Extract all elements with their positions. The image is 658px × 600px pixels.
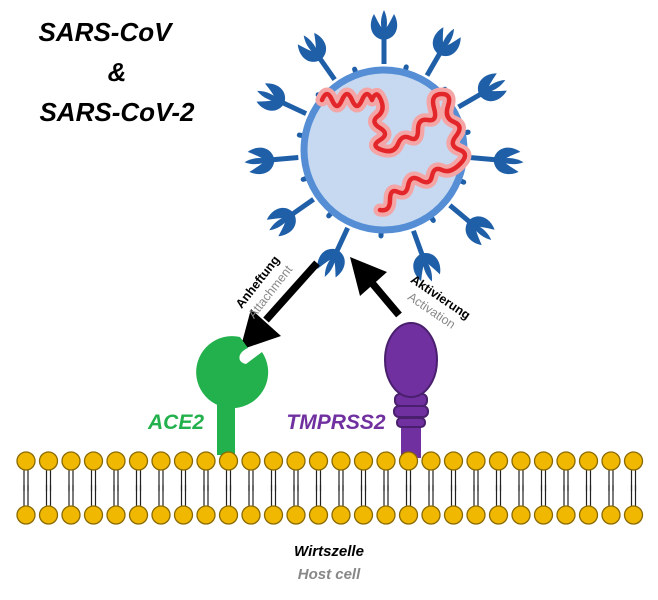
lipid-bottom [331, 484, 351, 525]
lipid-top [488, 451, 509, 492]
lipid-bottom [196, 484, 216, 525]
lipid-top [376, 451, 396, 492]
spike-protein [293, 28, 346, 87]
lipid-top [578, 451, 599, 492]
lipid-bottom [578, 484, 599, 525]
lipid-top [38, 451, 59, 492]
lipid-top [128, 451, 149, 492]
spike-protein [452, 69, 512, 119]
lipid-top [61, 451, 81, 492]
title-line-3: SARS-CoV-2 [39, 97, 195, 127]
lipid-bottom [353, 484, 374, 525]
lipid-bottom [601, 484, 621, 525]
viral-rna [315, 87, 472, 217]
activation-arrow [350, 257, 402, 318]
lipid-top [398, 451, 419, 492]
lipid-top [331, 451, 351, 492]
tmprss2-protease [384, 322, 438, 458]
lipid-bottom [623, 484, 644, 525]
lipid-bottom [286, 484, 306, 525]
lipid-top [511, 451, 531, 492]
lipid-top [601, 451, 621, 492]
attachment-arrow [240, 260, 320, 350]
lipid-top [16, 451, 36, 492]
ace2-label: ACE2 [147, 411, 204, 434]
lipid-top [218, 451, 239, 492]
lipid-top [443, 451, 464, 492]
lipid-bottom [173, 484, 194, 525]
tmprss2-label: TMPRSS2 [286, 411, 386, 434]
title-line-1: SARS-CoV [39, 17, 175, 47]
lipid-bottom [38, 484, 59, 525]
spike-protein [252, 79, 312, 126]
title-line-2: & [108, 57, 127, 87]
lipid-bottom [556, 484, 576, 525]
lipid-bottom [218, 484, 239, 525]
lipid-top [533, 451, 554, 492]
spike-protein [441, 195, 499, 250]
lipid-bottom [128, 484, 149, 525]
lipid-top [173, 451, 194, 492]
spike-protein [262, 189, 321, 242]
lipid-top [151, 451, 171, 492]
lipid-top [263, 451, 284, 492]
lipid-bottom [466, 484, 486, 525]
lipid-bottom [376, 484, 396, 525]
spike-protein [371, 10, 397, 64]
lipid-bottom [106, 484, 126, 525]
spike-protein [469, 144, 525, 175]
spike-protein [416, 22, 466, 82]
lipid-bottom [533, 484, 554, 525]
title: SARS-CoV & SARS-CoV-2 [39, 17, 196, 127]
lipid-bottom [443, 484, 464, 525]
lipid-bottom [151, 484, 171, 525]
lipid-top [353, 451, 374, 492]
lipid-top [196, 451, 216, 492]
attachment-label: Anheftung Attachment [233, 253, 296, 321]
lipid-bottom [398, 484, 419, 525]
lipid-bottom [61, 484, 81, 525]
lipid-bottom [16, 484, 36, 525]
host-cell-label-en: Host cell [298, 566, 361, 583]
lipid-bottom [241, 484, 261, 525]
spike-protein [243, 144, 299, 175]
lipid-top [83, 451, 104, 492]
lipid-bottom [83, 484, 104, 525]
lipid-bottom [263, 484, 284, 525]
lipid-top [241, 451, 261, 492]
lipid-bottom [308, 484, 329, 525]
ace2-receptor [196, 336, 269, 455]
lipid-top [421, 451, 441, 492]
cell-membrane [16, 451, 644, 525]
lipid-bottom [511, 484, 531, 525]
lipid-top [308, 451, 329, 492]
virus-particle [243, 10, 524, 286]
spike-protein [313, 222, 360, 282]
lipid-top [623, 451, 644, 492]
lipid-top [106, 451, 126, 492]
lipid-top [466, 451, 486, 492]
lipid-bottom [488, 484, 509, 525]
host-cell-label-de: Wirtszelle [294, 543, 364, 560]
lipid-top [286, 451, 306, 492]
lipid-top [556, 451, 576, 492]
lipid-bottom [421, 484, 441, 525]
